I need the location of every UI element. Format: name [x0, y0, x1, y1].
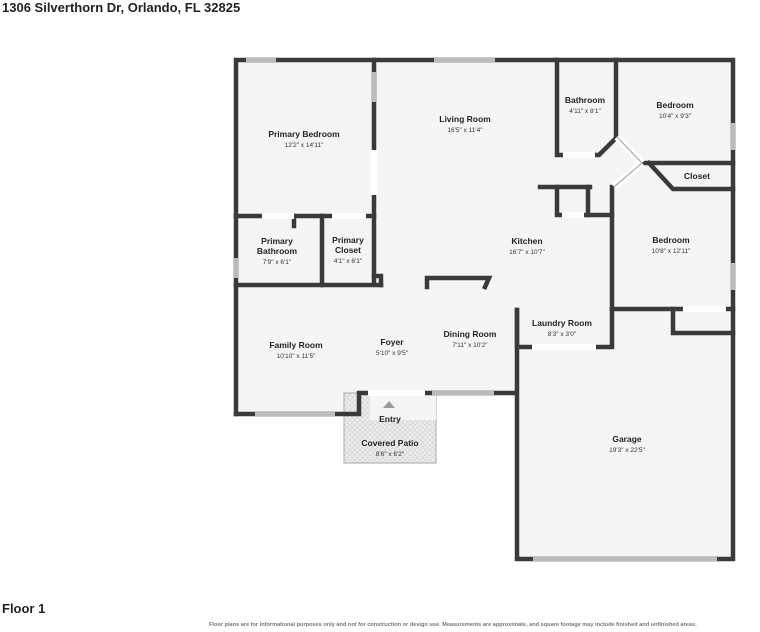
family-room-dimensions: 10'10" x 11'5": [277, 353, 316, 360]
primary-bathroom-name: Primary: [261, 236, 293, 246]
primary-bedroom-dimensions: 12'2" x 14'11": [285, 142, 324, 149]
kitchen-dimensions: 16'7" x 10'7": [509, 249, 545, 256]
laundry-room-name: Laundry Room: [532, 318, 592, 328]
room-labels: Primary Bedroom 12'2" x 14'11" Living Room…: [257, 95, 710, 458]
foyer-name: Foyer: [380, 337, 404, 347]
bathroom-name: Bathroom: [565, 95, 606, 105]
closet-name: Closet: [684, 171, 710, 181]
kitchen-name: Kitchen: [511, 236, 542, 246]
primary-closet-name: Closet: [335, 245, 361, 255]
living-room-name: Living Room: [439, 114, 491, 124]
address-title: 1306 Silverthorn Dr, Orlando, FL 32825: [2, 0, 241, 15]
dining-room-name: Dining Room: [444, 329, 497, 339]
bedroom-2-name: Bedroom: [656, 100, 694, 110]
interior-floor: [236, 60, 733, 414]
bathroom-dimensions: 4'11" x 8'1": [569, 108, 601, 115]
primary-closet-name: Primary: [332, 235, 364, 245]
foyer-dimensions: 5'10" x 9'5": [376, 350, 409, 357]
windows: [234, 58, 735, 561]
door-openings: [262, 150, 726, 396]
garage-dimensions: 19'3" x 22'5": [609, 447, 645, 454]
dining-room-dimensions: 7'11" x 10'2": [452, 342, 488, 349]
covered-patio-name: Covered Patio: [361, 438, 418, 448]
entry-arrow-icon: [383, 401, 395, 408]
garage-name: Garage: [612, 434, 642, 444]
covered-patio-dimensions: 8'6" x 6'2": [376, 451, 405, 458]
floor-label: Floor 1: [2, 601, 46, 616]
primary-bathroom-dimensions: 7'9" x 6'1": [263, 259, 292, 266]
family-room-name: Family Room: [269, 340, 323, 350]
garage-floor: [517, 310, 733, 559]
bedroom-2-dimensions: 10'4" x 9'3": [659, 113, 692, 120]
living-room-dimensions: 16'5" x 11'4": [447, 127, 483, 134]
entry-name: Entry: [379, 414, 401, 424]
primary-bedroom-name: Primary Bedroom: [268, 129, 340, 139]
laundry-room-dimensions: 8'3" x 3'0": [548, 331, 577, 338]
disclaimer-text: Floor plans are for informational purpos…: [209, 622, 697, 628]
door-frames: [613, 136, 643, 188]
primary-closet-dimensions: 4'1" x 6'1": [334, 258, 363, 265]
bedroom-3-dimensions: 10'8" x 12'11": [652, 248, 691, 255]
primary-bathroom-name: Bathroom: [257, 246, 298, 256]
bedroom-3-name: Bedroom: [652, 235, 690, 245]
